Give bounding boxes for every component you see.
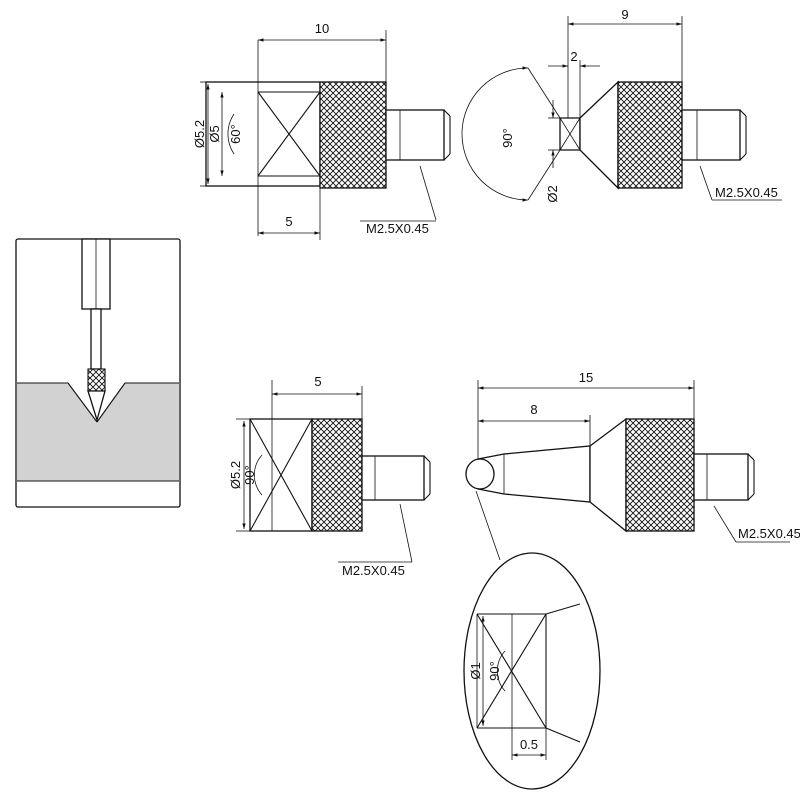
- dim-dia: Ø1: [468, 662, 483, 679]
- dim-outer-dia: Ø5.2: [228, 461, 243, 489]
- threaded-shank: [693, 453, 749, 501]
- thread-spec: M2.5X0.45: [738, 526, 800, 541]
- dim-bore-depth: 5: [285, 214, 292, 229]
- tip-90-degree-point: 9 2 90° Ø2 M2.5X0.45: [461, 7, 782, 203]
- dim-length: 9: [621, 7, 628, 22]
- ball-tip: [465, 458, 495, 490]
- threaded-shank: [385, 109, 445, 161]
- angle-label: 90°: [242, 465, 257, 485]
- detail-circle: [463, 552, 601, 790]
- threaded-shank: [681, 109, 741, 161]
- cup-body: [205, 81, 321, 187]
- cone-body: [579, 80, 619, 190]
- tip-long-stem: 15 8 M2.5X0.45: [465, 370, 800, 543]
- angle-label: 90°: [500, 128, 515, 148]
- knurled-grip: [311, 418, 363, 532]
- tip-point: [87, 390, 106, 423]
- tip-90-degree-cup: 5 Ø5.2 90° M2.5X0.45: [228, 374, 431, 578]
- stem-body: [477, 445, 591, 503]
- detail-view: Ø1 90° 0.5: [463, 490, 601, 790]
- knurled-grip: [617, 81, 683, 189]
- dim-depth: 0.5: [520, 737, 538, 752]
- threaded-shank: [361, 455, 425, 501]
- tip-60-degree: 10 5 Ø5.2 Ø5 60° M2.5X0.45: [192, 21, 451, 240]
- angle-label: 60°: [228, 124, 243, 144]
- usage-illustration: [15, 238, 181, 508]
- knurled-grip: [625, 418, 695, 532]
- knurled-grip: [319, 81, 387, 189]
- dim-total: 15: [579, 370, 593, 385]
- thread-spec: M2.5X0.45: [342, 563, 405, 578]
- dim-length: 5: [314, 374, 321, 389]
- dim-outer-dia: Ø5.2: [192, 120, 207, 148]
- dim-length: 10: [315, 21, 329, 36]
- dim-tip-dia: Ø2: [545, 185, 560, 202]
- dim-bore-dia: Ø5: [207, 125, 222, 142]
- thread-spec: M2.5X0.45: [366, 221, 429, 236]
- tip-knurl: [87, 368, 106, 392]
- dim-stem: 8: [530, 402, 537, 417]
- cone-body: [589, 417, 627, 533]
- tip-shank: [90, 308, 102, 370]
- dim-flat: 2: [570, 49, 577, 64]
- angle-label: 90°: [487, 661, 502, 681]
- thread-spec: M2.5X0.45: [715, 185, 778, 200]
- detail-leader: [475, 490, 501, 561]
